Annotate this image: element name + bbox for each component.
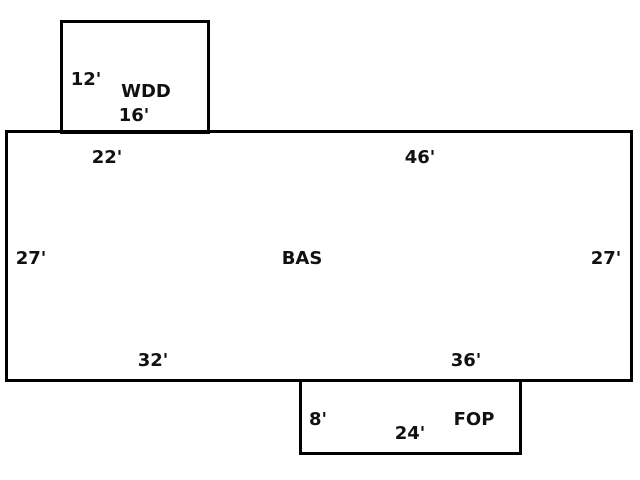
bas-bottom-right-dimension: 36' (450, 350, 482, 371)
fop-area-outline (299, 379, 522, 455)
bas-area-label: BAS (281, 248, 323, 269)
fop-side-b-dimension: 24' (394, 423, 426, 444)
fop-side-a-dimension: 8' (308, 409, 328, 430)
fop-area-label: FOP (453, 409, 495, 430)
bas-top-left-dimension: 22' (91, 147, 123, 168)
bas-bottom-left-dimension: 32' (137, 350, 169, 371)
wdd-side-b-dimension: 16' (118, 105, 150, 126)
bas-right-dimension: 27' (590, 248, 622, 269)
wdd-side-a-dimension: 12' (70, 69, 102, 90)
bas-top-right-dimension: 46' (404, 147, 436, 168)
wdd-area-label: WDD (121, 81, 171, 102)
bas-left-dimension: 27' (15, 248, 47, 269)
